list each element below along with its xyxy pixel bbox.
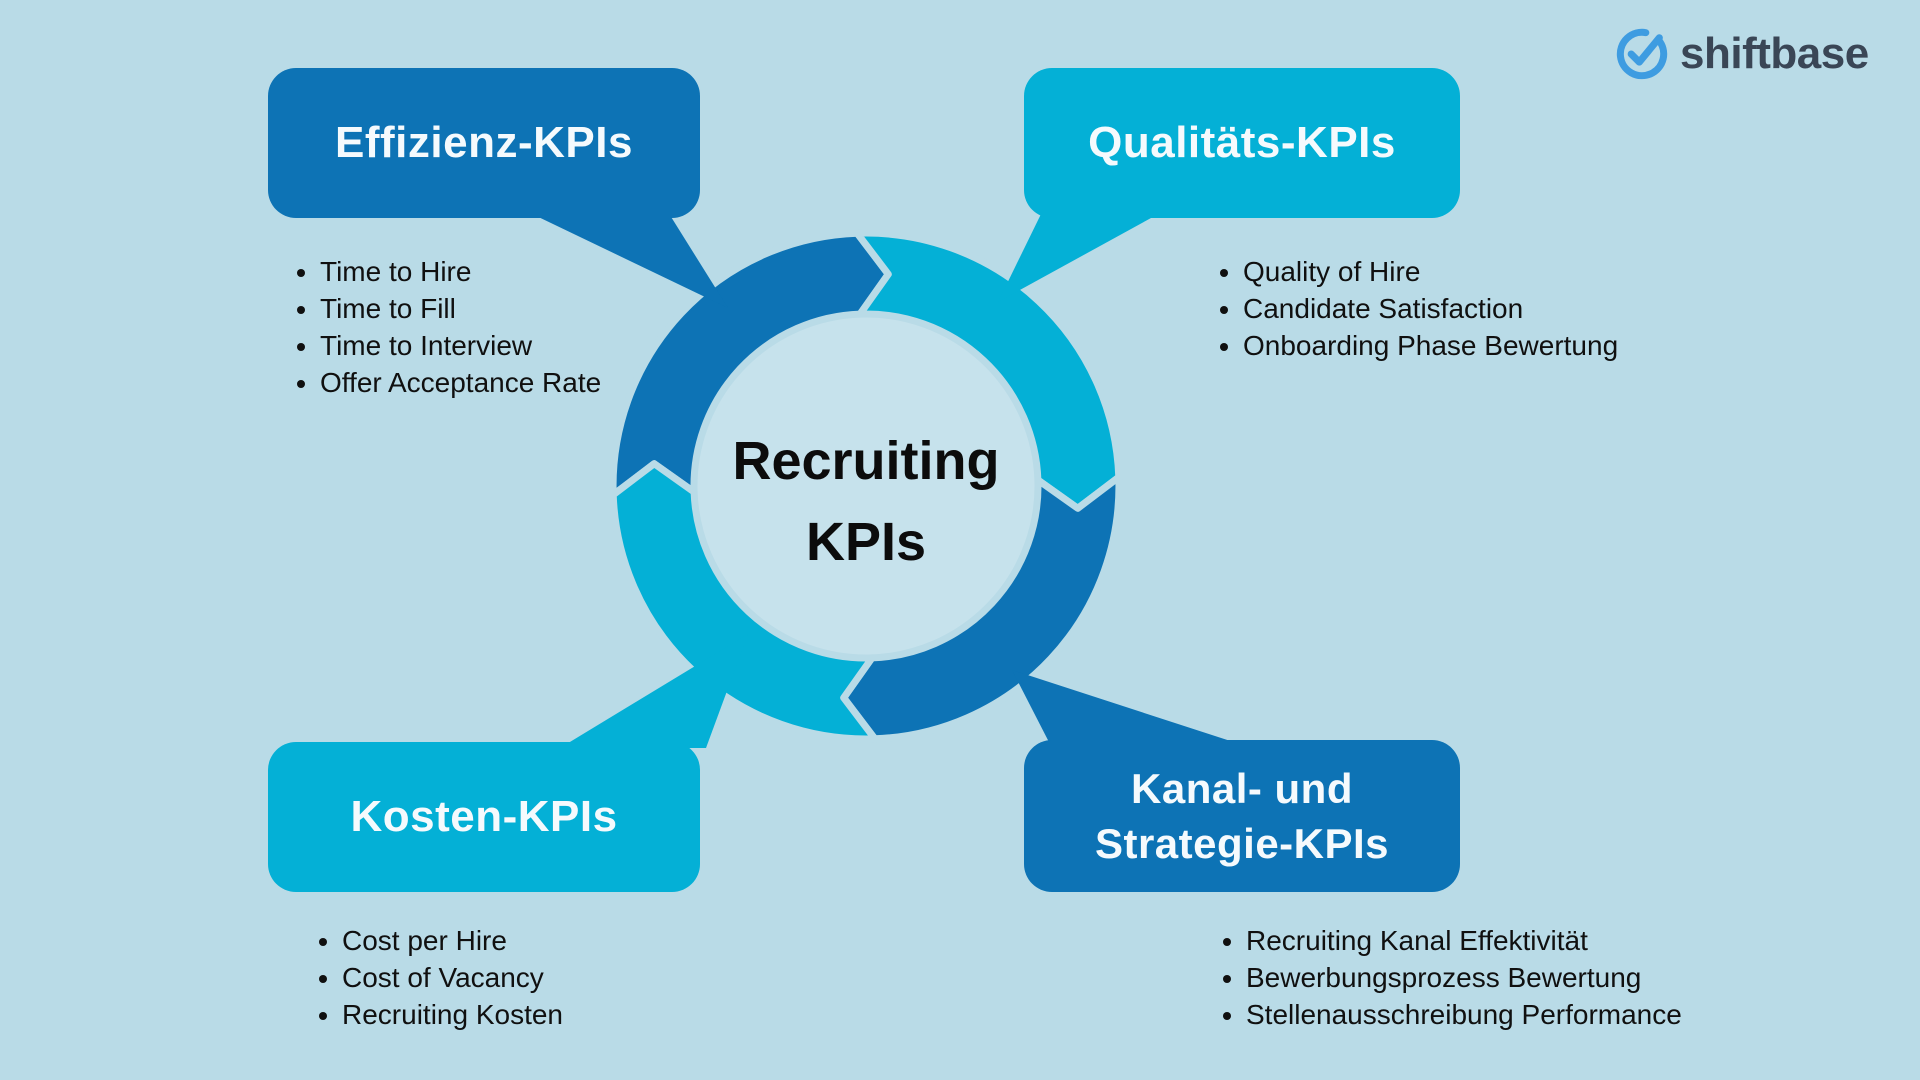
- checkmark-circle-icon: [1616, 28, 1668, 80]
- quadrant-card-qualitaets: Qualitäts-KPIs: [1024, 68, 1460, 218]
- quadrant-title: Kosten-KPIs: [350, 792, 618, 841]
- quadrant-card-effizienz: Effizienz-KPIs: [268, 68, 700, 218]
- center-title-line1: Recruiting: [732, 431, 1000, 491]
- quadrant-title-line1: Kanal- und: [1131, 764, 1353, 812]
- kpi-item: Time to Fill: [320, 290, 601, 327]
- quadrant-card-kanal: Kanal- und Strategie-KPIs: [1024, 740, 1460, 892]
- kpi-list-qualitaets: Quality of Hire Candidate Satisfaction O…: [1213, 253, 1618, 364]
- kpi-item: Cost of Vacancy: [342, 959, 563, 996]
- kpi-item: Bewerbungsprozess Bewertung: [1246, 959, 1682, 996]
- kpi-item: Stellenausschreibung Performance: [1246, 996, 1682, 1033]
- kpi-list-kanal: Recruiting Kanal Effektivität Bewerbungs…: [1216, 922, 1682, 1033]
- center-title: Recruiting KPIs: [646, 421, 1086, 583]
- quadrant-card-kosten: Kosten-KPIs: [268, 742, 700, 892]
- kpi-item: Offer Acceptance Rate: [320, 364, 601, 401]
- kpi-list-effizienz: Time to Hire Time to Fill Time to Interv…: [290, 253, 601, 401]
- quadrant-title: Kanal- und Strategie-KPIs: [1095, 761, 1389, 872]
- kpi-item: Cost per Hire: [342, 922, 563, 959]
- quadrant-title-line2: Strategie-KPIs: [1094, 820, 1390, 867]
- brand-logo-text: shiftbase: [1680, 29, 1869, 78]
- kpi-item: Onboarding Phase Bewertung: [1243, 327, 1618, 364]
- quadrant-title: Qualitäts-KPIs: [1088, 118, 1396, 167]
- kpi-item: Recruiting Kanal Effektivität: [1246, 922, 1682, 959]
- center-title-line2: KPIs: [805, 512, 927, 572]
- kpi-list-kosten: Cost per Hire Cost of Vacancy Recruiting…: [312, 922, 563, 1033]
- kpi-item: Time to Interview: [320, 327, 601, 364]
- kpi-item: Candidate Satisfaction: [1243, 290, 1618, 327]
- kpi-item: Time to Hire: [320, 253, 601, 290]
- quadrant-title: Effizienz-KPIs: [335, 118, 633, 167]
- kpi-item: Quality of Hire: [1243, 253, 1618, 290]
- brand-logo: shiftbase: [1616, 28, 1869, 80]
- kpi-item: Recruiting Kosten: [342, 996, 563, 1033]
